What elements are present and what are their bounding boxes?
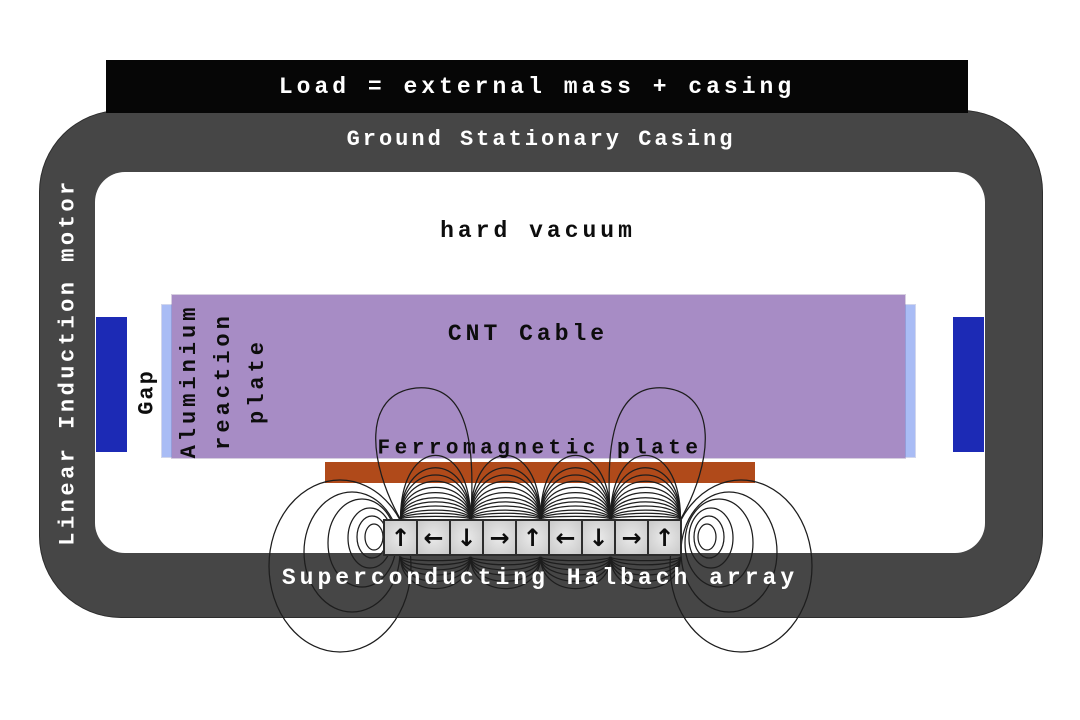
load-bar: Load = external mass + casing (106, 60, 968, 113)
magnet-arrow-icon: ↑ (390, 523, 411, 552)
magnet-cell: ↓ (581, 519, 616, 556)
magnet-cell: ↑ (515, 519, 550, 556)
gap-label: Gap (134, 369, 160, 415)
cnt-cable-body (172, 295, 905, 458)
linear-induction-motor-label: Linear Induction motor (55, 178, 81, 546)
aluminium-plate-strip-right (905, 305, 915, 457)
hard-vacuum-label: hard vacuum (440, 218, 636, 244)
magnet-cell: ↓ (449, 519, 484, 556)
ground-casing-label: Ground Stationary Casing (346, 127, 736, 152)
ferromagnetic-plate-label: Ferromagnetic plate (377, 437, 703, 461)
magnet-cell: ↑ (383, 519, 418, 556)
halbach-array: ↑ ← ↓ → ↑ ← ↓ → ↑ (383, 519, 682, 556)
magnet-cell: ↑ (647, 519, 682, 556)
magnet-cell: → (482, 519, 517, 556)
stator-coil-right (953, 317, 984, 452)
magnet-arrow-icon: → (621, 523, 642, 552)
stator-coil-left (96, 317, 127, 452)
magnet-arrow-icon: ↓ (456, 523, 477, 552)
aluminium-label-line1: Aluminium (177, 303, 202, 459)
magnet-cell: ← (416, 519, 451, 556)
magnet-arrow-icon: ↑ (522, 523, 543, 552)
load-label: Load = external mass + casing (278, 73, 796, 100)
cnt-cable-label: CNT Cable (447, 321, 609, 347)
magnet-arrow-icon: ← (555, 523, 576, 552)
magnet-arrow-icon: ↑ (654, 523, 675, 552)
ferromagnetic-plate-bar (325, 462, 755, 483)
aluminium-label-line3: plate (245, 337, 270, 425)
superconducting-halbach-label: Superconducting Halbach array (281, 565, 799, 591)
magnet-arrow-icon: ← (423, 523, 444, 552)
magnet-arrow-icon: → (489, 523, 510, 552)
magnet-cell: ← (548, 519, 583, 556)
aluminium-plate-strip-left (162, 305, 172, 457)
magnet-arrow-icon: ↓ (588, 523, 609, 552)
aluminium-reaction-plate-label: Aluminium reaction plate (173, 304, 275, 459)
magnet-cell: → (614, 519, 649, 556)
aluminium-label-line2: reaction (211, 312, 236, 450)
